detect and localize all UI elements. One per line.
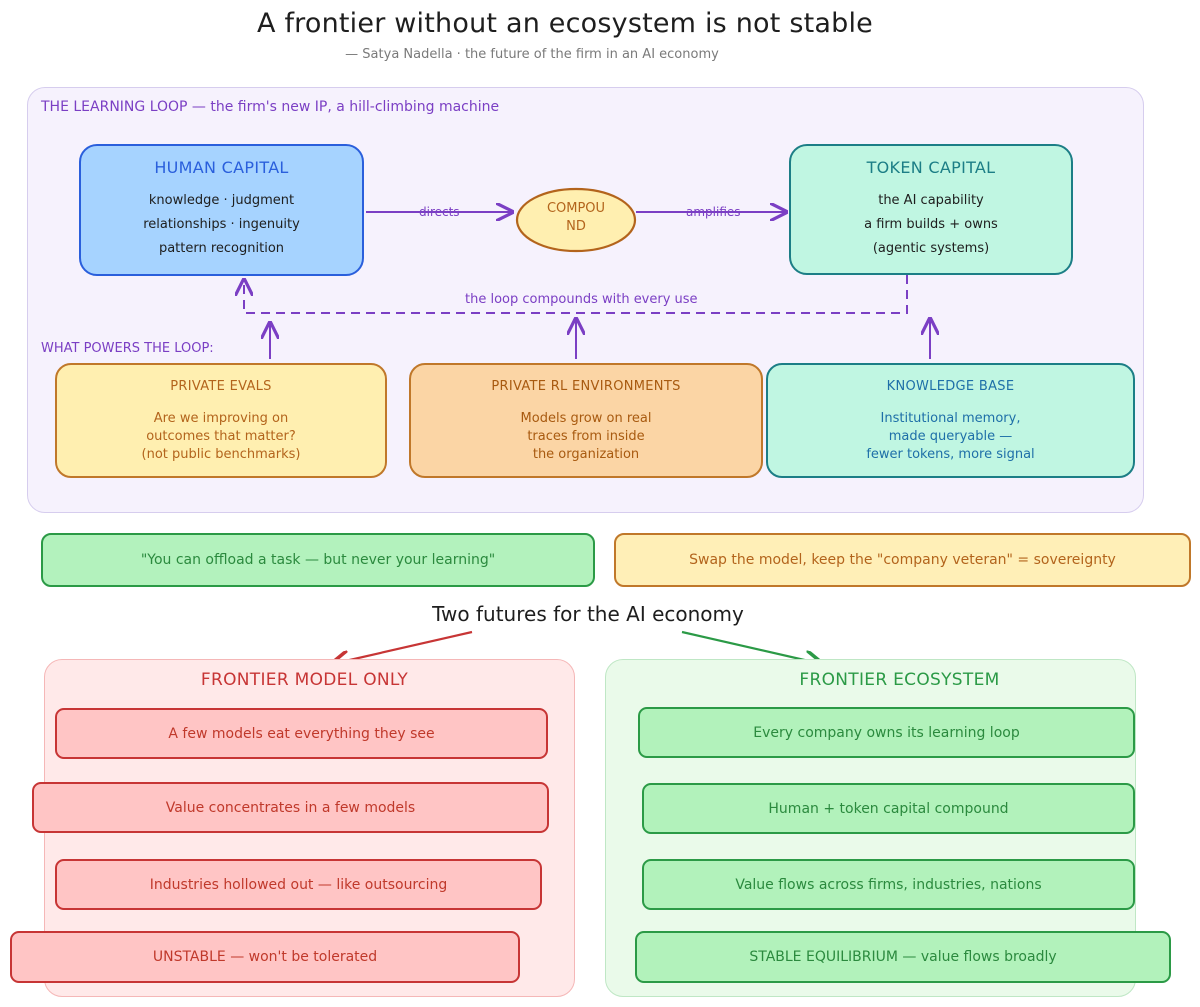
green-step-4: STABLE EQUILIBRIUM — value flows broadly xyxy=(635,931,1171,983)
power-line: fewer tokens, more signal xyxy=(866,447,1035,462)
human-capital-title: HUMAN CAPITAL xyxy=(154,158,289,177)
two-futures-heading: Two futures for the AI economy xyxy=(432,602,744,626)
loop-label: the loop compounds with every use xyxy=(465,292,698,307)
page-title: A frontier without an ecosystem is not s… xyxy=(257,8,873,39)
human-capital-line: relationships · ingenuity xyxy=(143,217,300,232)
amplifies-label: amplifies xyxy=(686,205,741,219)
green-branch-arrow xyxy=(681,630,822,664)
step-text: UNSTABLE — won't be tolerated xyxy=(152,949,378,965)
step-text: Every company owns its learning loop xyxy=(753,724,1020,741)
red-step-2: Value concentrates in a few models xyxy=(32,782,549,833)
private-evals-box: PRIVATE EVALS Are we improving on outcom… xyxy=(55,363,387,478)
human-capital-box: HUMAN CAPITAL knowledge · judgment relat… xyxy=(79,144,364,276)
red-step-4: UNSTABLE — won't be tolerated xyxy=(10,931,520,983)
step-text: Value flows across firms, industries, na… xyxy=(735,876,1042,893)
step-text: STABLE EQUILIBRIUM — value flows broadly xyxy=(749,949,1057,965)
power-line: Institutional memory, xyxy=(880,411,1021,426)
step-text: A few models eat everything they see xyxy=(168,725,435,742)
power-line: Models grow on real xyxy=(520,411,652,426)
power-line: (not public benchmarks) xyxy=(141,447,301,462)
compound-line: ND xyxy=(566,219,586,234)
red-step-3: Industries hollowed out — like outsourci… xyxy=(55,859,542,910)
frontier-model-only-heading: FRONTIER MODEL ONLY xyxy=(200,670,409,690)
compound-node xyxy=(515,187,637,253)
compound-line: COMPOU xyxy=(546,201,606,216)
frontier-ecosystem-heading: FRONTIER ECOSYSTEM xyxy=(799,670,1000,690)
sovereignty-quote-text: Swap the model, keep the "company vetera… xyxy=(689,552,1116,568)
compound-label: COMPOU ND xyxy=(514,200,638,236)
red-step-1: A few models eat everything they see xyxy=(55,708,548,759)
power-title: KNOWLEDGE BASE xyxy=(886,379,1015,394)
loop-dashed-arrow xyxy=(244,275,908,314)
knowledge-base-box: KNOWLEDGE BASE Institutional memory, mad… xyxy=(766,363,1135,478)
token-capital-title: TOKEN CAPITAL xyxy=(866,158,996,177)
red-branch-arrow xyxy=(332,630,473,664)
power-title: PRIVATE RL ENVIRONMENTS xyxy=(491,379,681,394)
sovereignty-quote-box: Swap the model, keep the "company vetera… xyxy=(614,533,1191,587)
page-subtitle: — Satya Nadella · the future of the firm… xyxy=(345,47,719,62)
token-capital-line: (agentic systems) xyxy=(872,241,990,256)
token-capital-line: the AI capability xyxy=(878,193,984,208)
power-line: outcomes that matter? xyxy=(146,429,296,444)
directs-label: directs xyxy=(419,205,460,219)
human-capital-line: pattern recognition xyxy=(158,241,285,256)
step-text: Industries hollowed out — like outsourci… xyxy=(149,876,448,893)
power-line: made queryable — xyxy=(888,429,1013,444)
step-text: Human + token capital compound xyxy=(768,800,1009,817)
token-capital-box: TOKEN CAPITAL the AI capability a firm b… xyxy=(789,144,1073,275)
green-step-1: Every company owns its learning loop xyxy=(638,707,1135,758)
offload-quote-box: "You can offload a task — but never your… xyxy=(41,533,595,587)
human-capital-line: knowledge · judgment xyxy=(148,193,295,208)
private-rl-box: PRIVATE RL ENVIRONMENTS Models grow on r… xyxy=(409,363,763,478)
token-capital-line: a firm builds + owns xyxy=(864,217,998,232)
step-text: Value concentrates in a few models xyxy=(165,799,416,816)
offload-quote-text: "You can offload a task — but never your… xyxy=(140,552,496,568)
power-line: the organization xyxy=(532,447,640,462)
power-line: Are we improving on xyxy=(153,411,289,426)
learning-loop-heading: THE LEARNING LOOP — the firm's new IP, a… xyxy=(41,99,500,115)
power-line: traces from inside xyxy=(527,429,645,444)
powers-heading: WHAT POWERS THE LOOP: xyxy=(41,341,214,356)
green-step-2: Human + token capital compound xyxy=(642,783,1135,834)
green-step-3: Value flows across firms, industries, na… xyxy=(642,859,1135,910)
power-title: PRIVATE EVALS xyxy=(170,379,272,394)
